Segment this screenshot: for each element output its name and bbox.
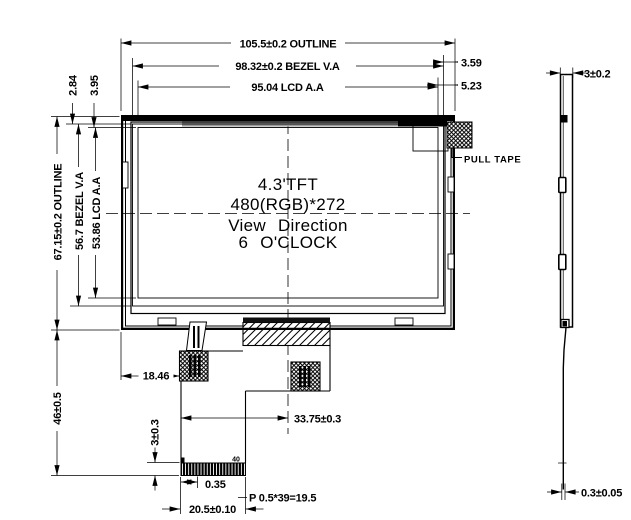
fpc-connector <box>180 462 246 476</box>
pull-tape-label: PULL TAPE <box>464 155 521 166</box>
panel-center-text: 4.3'TFT 480(RGB)*272 View Direction 6 O'… <box>228 175 348 252</box>
backlight-block-pin1 <box>189 355 192 377</box>
dim-lcd-right-margin-label: 5.23 <box>461 81 482 93</box>
side-bottom-dark <box>562 321 567 327</box>
fpc-dark-strip <box>243 317 330 323</box>
dimension-labels: 105.5±0.2 OUTLINE 98.32±0.2 BEZEL V.A 95… <box>52 39 623 517</box>
fpc-jumper-pin2 <box>197 326 200 348</box>
dim-lcd-width-label: 95.04 LCD A.A <box>251 82 323 94</box>
side-tab-upper <box>557 176 567 194</box>
dim-lcd-top-margin-label: 3.95 <box>89 75 101 96</box>
panel-size-text: 4.3'TFT <box>258 175 318 194</box>
dim-pin-width-label: 0.35 <box>205 479 226 491</box>
centerlines <box>106 122 470 434</box>
bezel-top-band <box>121 115 455 121</box>
dimension-lines <box>54 40 586 512</box>
dim-lcd-height-label: 53.86 LCD A.A <box>91 177 103 249</box>
fpc-stiffener-hatch <box>242 321 331 347</box>
dim-connector-width-label: 20.5±0.10 <box>189 504 236 516</box>
fpc-jumper-tab <box>185 321 208 351</box>
side-tab-lower <box>557 253 567 271</box>
dim-outline-width-label: 105.5±0.2 OUTLINE <box>240 39 337 51</box>
side-fpc-tail <box>562 327 567 490</box>
side-body <box>559 73 574 328</box>
side-view <box>557 73 574 490</box>
pull-tape-group <box>412 121 473 158</box>
bezel-va-rect <box>132 123 444 307</box>
fpc-jumper-pin1 <box>193 326 195 348</box>
dim-bezel-height-label: 56.7 BEZEL V.A <box>74 172 86 250</box>
bottom-tab-left <box>157 317 177 326</box>
text-shields <box>50 36 490 431</box>
pin-40-label: 40 <box>232 457 240 464</box>
dim-fpc-length-label: 46±0.5 <box>52 392 64 424</box>
fpc-component-pin1 <box>299 366 302 387</box>
dim-fpc-center-offset-label: 33.75±0.3 <box>294 414 341 426</box>
dim-pitch-label: P 0.5*39=19.5 <box>249 493 316 505</box>
bottom-tab-right <box>394 317 414 326</box>
frame-notch-left <box>122 161 129 189</box>
fpc-component-pin2 <box>303 366 306 387</box>
panel-clock-text: 6 O'CLOCK <box>239 233 338 252</box>
dim-fpc-thickness-label: 0.3±0.05 <box>581 488 622 500</box>
frame-notch-right-lower <box>447 253 455 270</box>
side-top-clip <box>561 115 568 123</box>
backlight-block-pin2 <box>193 355 196 377</box>
panel-resolution-text: 480(RGB)*272 <box>230 195 345 214</box>
dim-bezel-top-margin-label: 2.84 <box>67 74 79 96</box>
dim-fpc-left-offset-label: 18.46 <box>143 371 170 383</box>
pull-tape-under-rect <box>412 125 449 152</box>
dim-thickness-label: 3±0.2 <box>584 69 611 81</box>
panel-view-direction-text: View Direction <box>228 216 348 235</box>
pin1-mark <box>181 457 185 463</box>
dim-connector-height-label: 3±0.3 <box>149 419 161 446</box>
frame-notch-right-upper <box>447 176 455 193</box>
pull-tape-leader <box>451 148 462 158</box>
dim-bezel-width-label: 98.32±0.2 BEZEL V.A <box>235 61 340 73</box>
fpc-component-pin3 <box>308 366 311 387</box>
bezel-dark-strip <box>398 120 447 127</box>
dim-outline-height-label: 67.15±0.2 OUTLINE <box>52 164 64 261</box>
pull-tape-hatch <box>446 121 473 149</box>
extension-lines <box>51 38 574 514</box>
backlight-block-pin3 <box>198 355 201 377</box>
glass-edge <box>130 121 446 315</box>
lcd-aa-rect <box>137 127 439 299</box>
dim-bezel-right-margin-label: 3.59 <box>461 58 482 70</box>
fpc-assembly <box>121 317 455 476</box>
